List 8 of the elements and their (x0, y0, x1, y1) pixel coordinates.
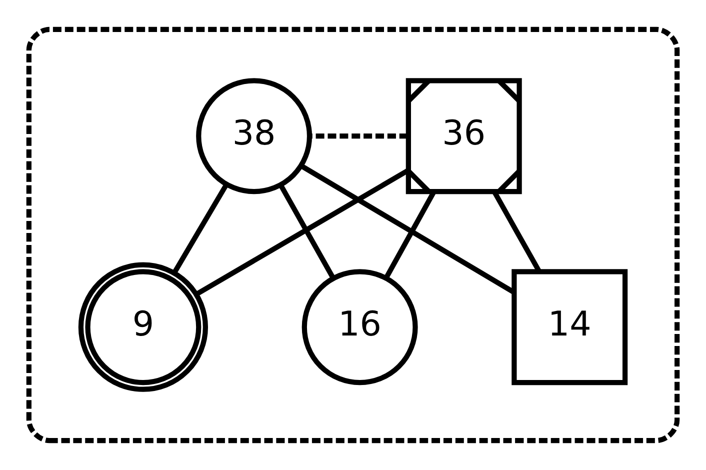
node-circle: 16 (302, 269, 418, 386)
cluster (26, 26, 680, 444)
connector (172, 183, 229, 274)
node-box: 14 (512, 269, 628, 386)
connector (278, 184, 336, 280)
node-circle: 38 (196, 78, 312, 194)
connector (310, 134, 408, 139)
node-circle: 9 (78, 262, 208, 392)
